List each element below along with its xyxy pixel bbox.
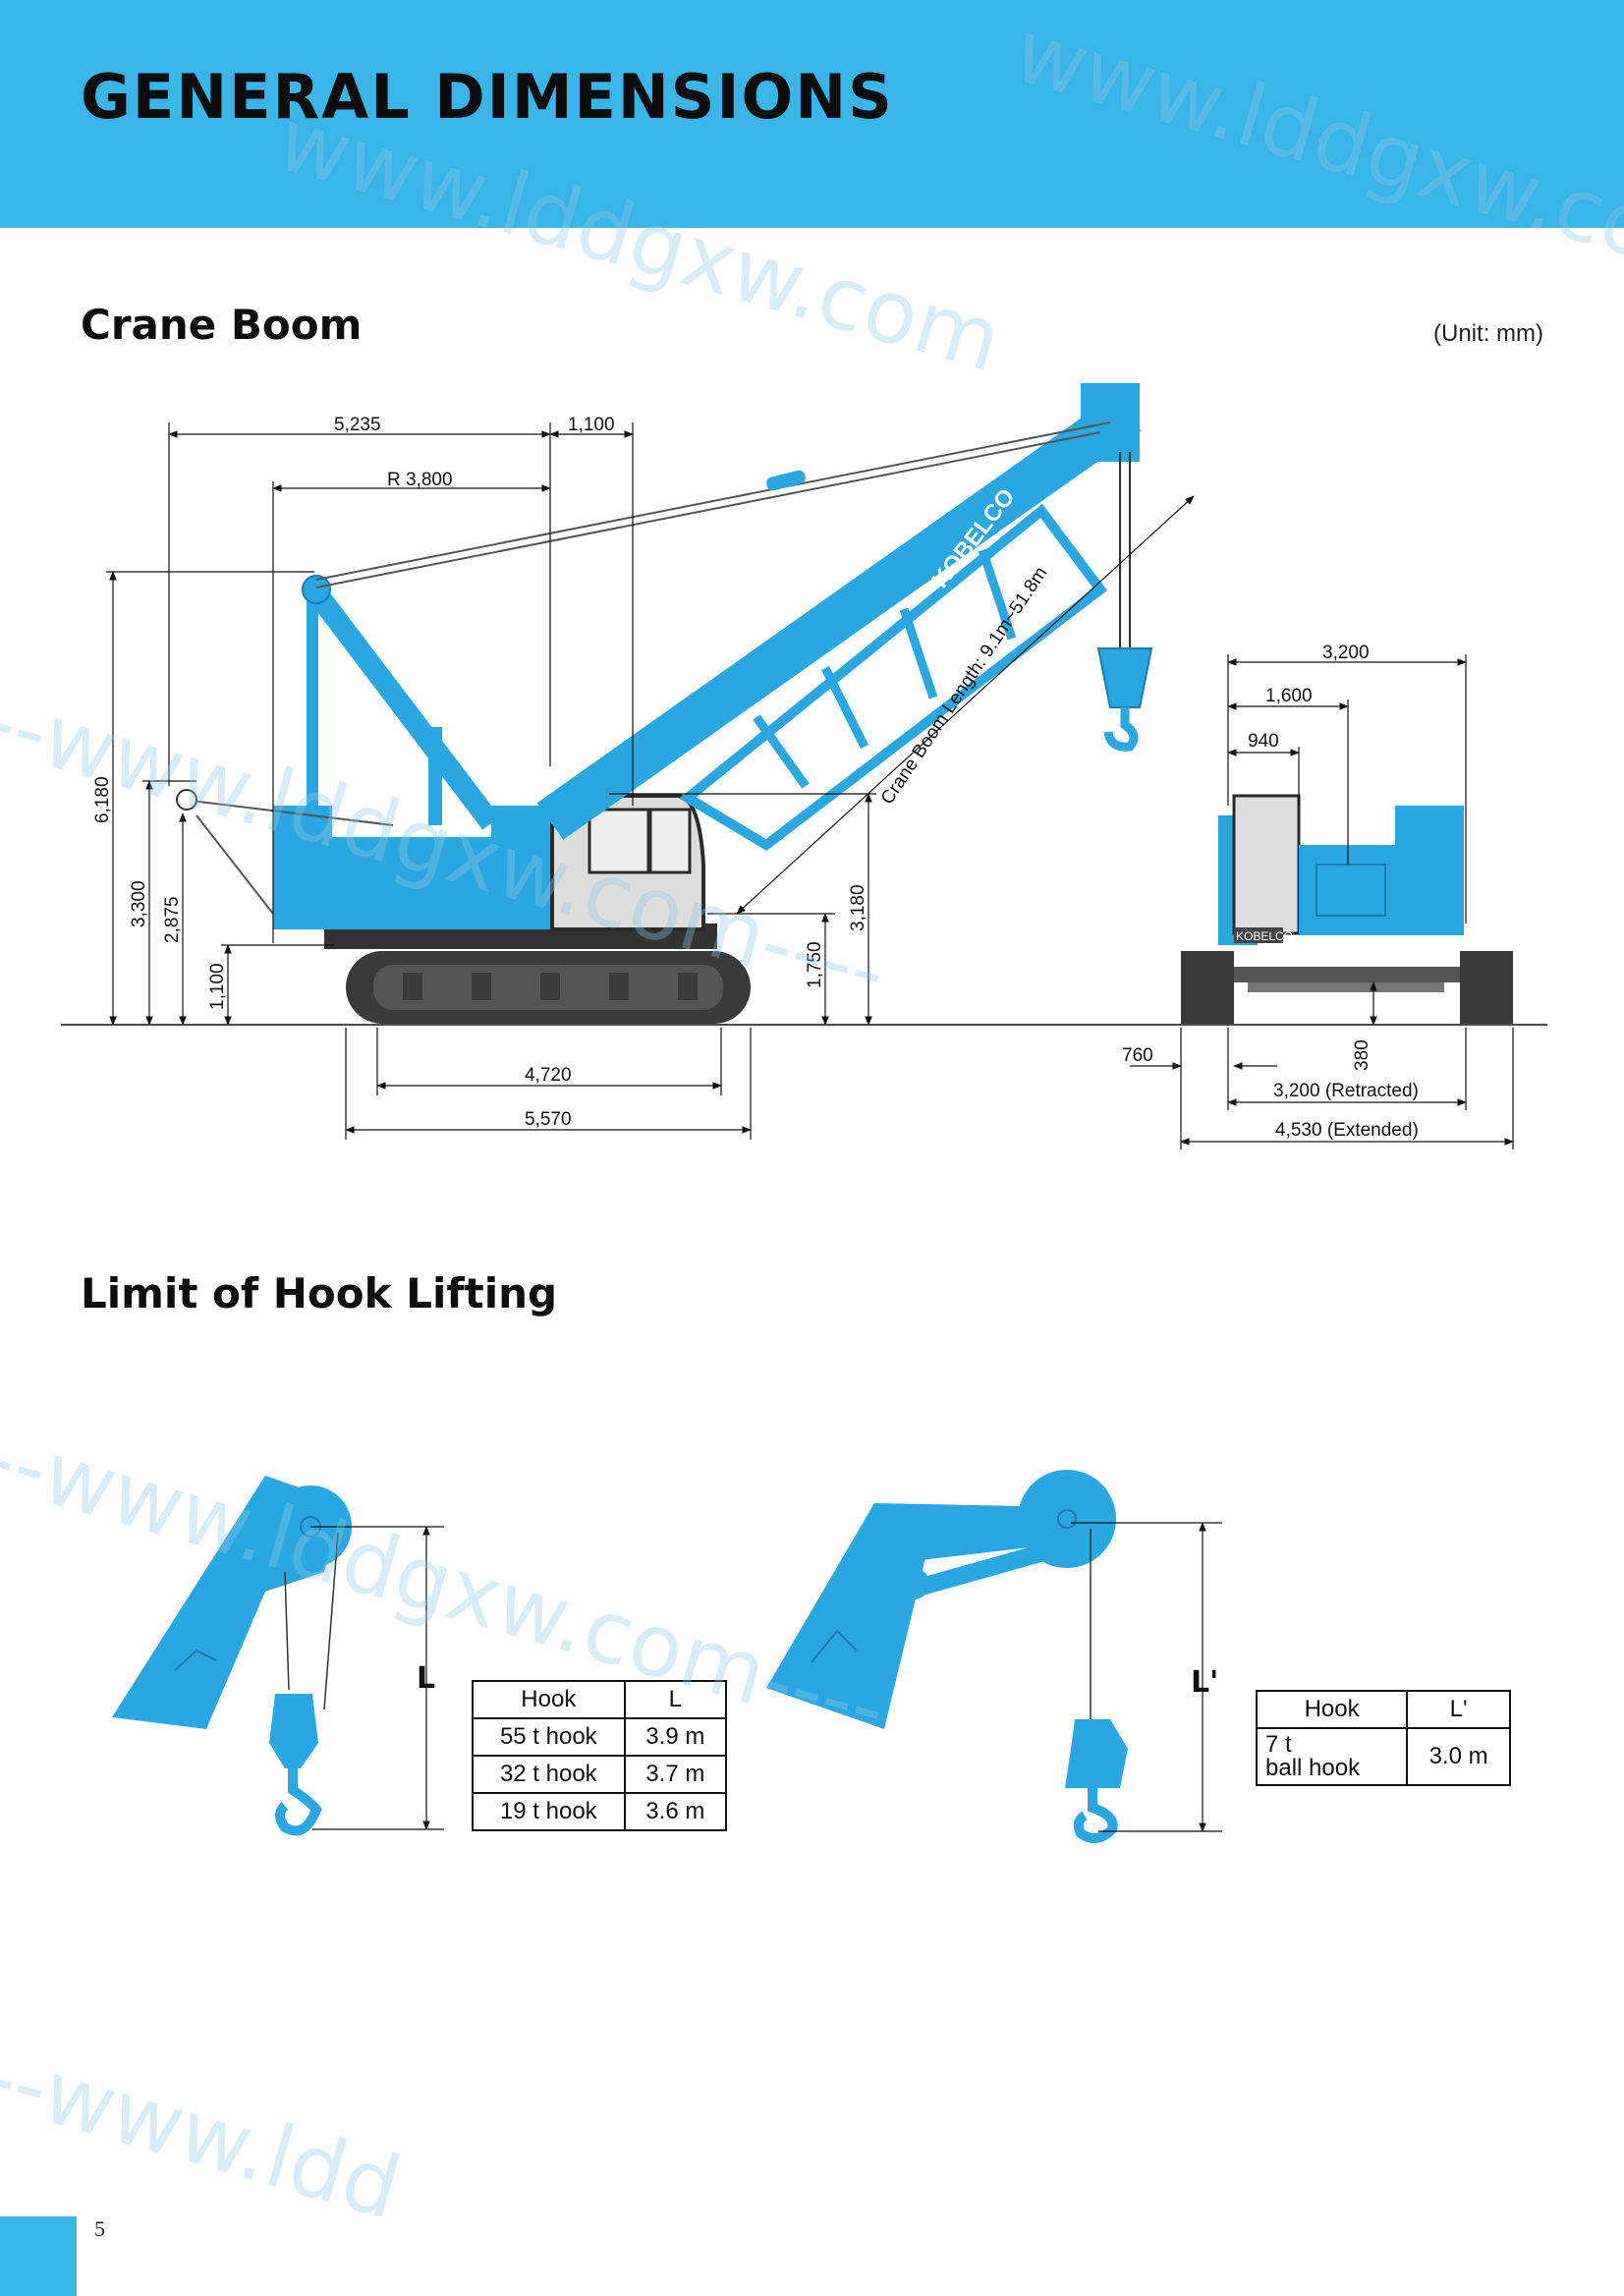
main-hook-block <box>1096 647 1153 752</box>
hook-name-cell: 32 t hook <box>472 1755 626 1794</box>
dim-3200-top: 3,200 <box>1322 643 1370 663</box>
hook-lifting-heading: Limit of Hook Lifting <box>81 1269 558 1317</box>
dim-4720: 4,720 <box>525 1065 572 1086</box>
col-header-hook: Hook <box>472 1680 626 1719</box>
label-l: L <box>417 1661 435 1696</box>
dim-940: 940 <box>1248 731 1279 752</box>
table-header-row: Hook L' <box>1255 1690 1511 1729</box>
dim-760: 760 <box>1122 1045 1153 1066</box>
hook-name-cell: 7 t ball hook <box>1255 1727 1409 1786</box>
hook-table-left: Hook L 55 t hook 3.9 m 32 t hook 3.7 m 1… <box>472 1680 728 1831</box>
col-header-l-prime: L' <box>1406 1690 1511 1729</box>
dim-5235: 5,235 <box>334 415 381 435</box>
table-header-row: Hook L <box>472 1680 728 1719</box>
dim-extended: 4,530 (Extended) <box>1275 1120 1419 1141</box>
dim-1750: 1,750 <box>805 941 825 988</box>
dim-1100-top: 1,100 <box>568 415 615 435</box>
hook-value-cell: 3.6 m <box>623 1792 728 1831</box>
dim-6180: 6,180 <box>92 776 113 823</box>
hook-table-right: Hook L' 7 t ball hook 3.0 m <box>1255 1690 1511 1786</box>
dim-2875: 2,875 <box>162 896 183 943</box>
page-tab <box>0 2216 77 2296</box>
boom-length-label: Crane Boom Length: 9.1m~51.8m <box>877 563 1052 808</box>
hook-name-line2: ball hook <box>1265 1755 1361 1781</box>
dim-380: 380 <box>1352 1039 1372 1071</box>
crane-boom-heading: Crane Boom <box>81 301 363 349</box>
page-title: GENERAL DIMENSIONS <box>81 61 894 133</box>
dim-3180: 3,180 <box>848 884 868 931</box>
hook-diagram-left: L <box>112 1476 444 1836</box>
hook-value-cell: 3.0 m <box>1406 1727 1511 1786</box>
dim-radius: R 3,800 <box>387 470 453 490</box>
page-number: 5 <box>94 2216 105 2241</box>
table-row: 55 t hook 3.9 m <box>472 1717 728 1757</box>
hook-value-cell: 3.9 m <box>623 1717 728 1757</box>
col-header-hook: Hook <box>1255 1690 1409 1729</box>
table-row: 32 t hook 3.7 m <box>472 1755 728 1794</box>
dim-3300: 3,300 <box>129 880 149 927</box>
hook-value-cell: 3.7 m <box>623 1755 728 1794</box>
table-row: 19 t hook 3.6 m <box>472 1792 728 1831</box>
dim-5570: 5,570 <box>525 1109 572 1130</box>
col-header-l: L <box>623 1680 728 1719</box>
label-l-prime: L' <box>1191 1665 1218 1700</box>
header-band <box>0 0 1624 228</box>
hook-name-cell: 19 t hook <box>472 1792 626 1831</box>
dim-retracted: 3,200 (Retracted) <box>1273 1081 1419 1101</box>
rear-brand: KOBELCO <box>1236 929 1293 943</box>
crane-rear-view: KOBELCO 3,200 1,600 940 380 <box>1122 643 1514 1149</box>
hook-name-cell: 55 t hook <box>472 1717 626 1757</box>
unit-note: (Unit: mm) <box>1433 320 1543 347</box>
dim-1100-bottom: 1,100 <box>207 963 228 1010</box>
dim-1600: 1,600 <box>1265 686 1313 706</box>
hook-diagram-right: L' <box>766 1470 1222 1844</box>
boom <box>536 394 1142 840</box>
crane-side-view: KOBELCO <box>61 383 1547 1140</box>
table-row: 7 t ball hook 3.0 m <box>1255 1727 1511 1786</box>
hook-name-line1: 7 t <box>1265 1731 1292 1758</box>
